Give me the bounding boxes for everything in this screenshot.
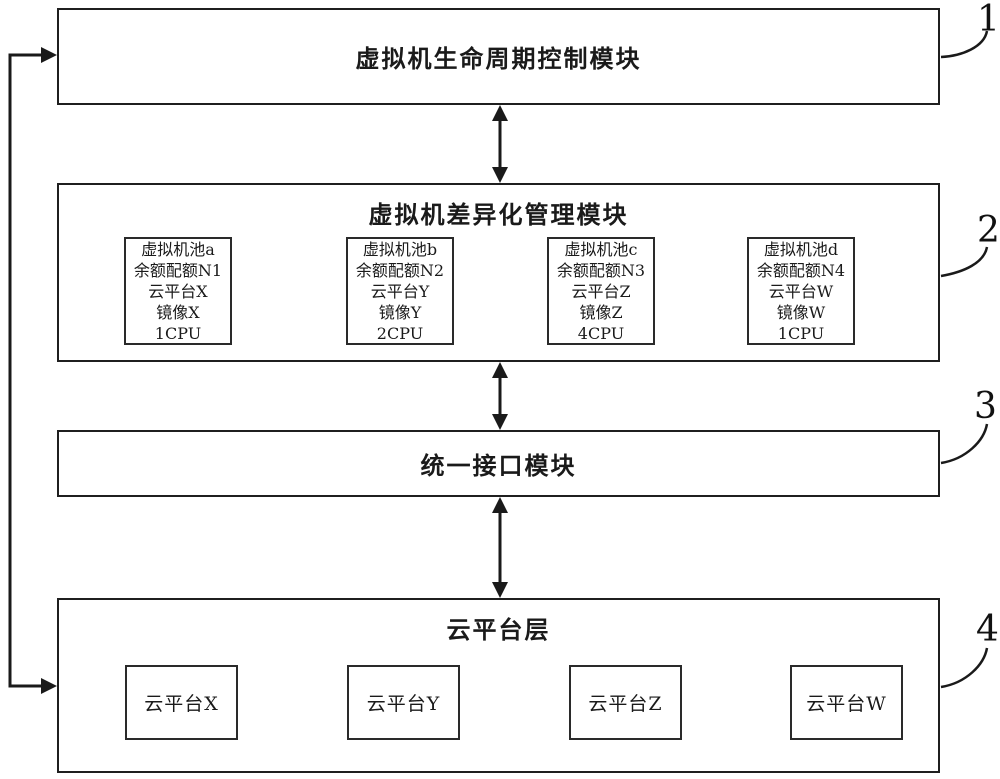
- vm-pool-c-box: 虚拟机池c 余额配额N3 云平台Z 镜像Z 4CPU: [547, 237, 655, 345]
- module-lifecycle-control: 虚拟机生命周期控制模块: [57, 8, 940, 105]
- module-interface-title: 统一接口模块: [420, 451, 577, 480]
- cloud-platform-y-box: 云平台Y: [347, 665, 460, 740]
- pool-platform: 云平台Z: [571, 281, 631, 301]
- pool-image: 镜像W: [776, 302, 826, 322]
- cloud-platform-x-box: 云平台X: [125, 665, 238, 740]
- module-differentiation-management: 虚拟机差异化管理模块 虚拟机池a 余额配额N1 云平台X 镜像X 1CPU 虚拟…: [57, 183, 940, 362]
- pool-quota: 余额配额N3: [556, 260, 646, 280]
- arrow-differentiation-interface: [492, 362, 508, 430]
- callout-number-3: 3: [974, 386, 997, 427]
- callout-leader-3: [940, 423, 989, 465]
- pool-quota: 余额配额N4: [756, 260, 846, 280]
- arrow-lifecycle-differentiation: [492, 105, 508, 183]
- pool-platform: 云平台Y: [370, 281, 430, 301]
- pool-image: 镜像X: [156, 302, 200, 322]
- cloud-platform-z-box: 云平台Z: [569, 665, 682, 740]
- vm-pool-b-box: 虚拟机池b 余额配额N2 云平台Y 镜像Y 2CPU: [346, 237, 454, 345]
- callout-leader-4: [940, 647, 989, 689]
- callout-number-1: 1: [977, 0, 1000, 40]
- vm-pool-d-box: 虚拟机池d 余额配额N4 云平台W 镜像W 1CPU: [747, 237, 855, 345]
- module-differentiation-title: 虚拟机差异化管理模块: [368, 200, 629, 229]
- pool-image: 镜像Y: [378, 302, 422, 322]
- cloud-platform-label: 云平台Y: [366, 693, 441, 715]
- module-lifecycle-title: 虚拟机生命周期控制模块: [355, 44, 642, 73]
- cloud-platform-label: 云平台Z: [588, 693, 663, 715]
- pool-cpu: 4CPU: [577, 323, 625, 343]
- pool-name: 虚拟机池d: [763, 239, 839, 259]
- cloud-platform-label: 云平台X: [144, 693, 219, 715]
- arrow-interface-cloud: [492, 497, 508, 598]
- pool-cpu: 2CPU: [376, 323, 424, 343]
- pool-platform: 云平台W: [768, 281, 834, 301]
- pool-platform: 云平台X: [148, 281, 208, 301]
- cloud-platform-w-box: 云平台W: [790, 665, 903, 740]
- pool-image: 镜像Z: [579, 302, 623, 322]
- pool-name: 虚拟机池b: [362, 239, 438, 259]
- pool-cpu: 1CPU: [154, 323, 202, 343]
- pool-name: 虚拟机池c: [564, 239, 638, 259]
- module-unified-interface: 统一接口模块: [57, 430, 940, 497]
- cloud-platform-label: 云平台W: [806, 693, 887, 715]
- callout-number-4: 4: [976, 609, 999, 650]
- pool-cpu: 1CPU: [777, 323, 825, 343]
- pool-quota: 余额配额N1: [133, 260, 223, 280]
- pool-name: 虚拟机池a: [141, 239, 215, 259]
- vm-pool-a-box: 虚拟机池a 余额配额N1 云平台X 镜像X 1CPU: [124, 237, 232, 345]
- left-feedback-connector: [8, 47, 57, 694]
- module-cloud-layer-title: 云平台层: [446, 615, 551, 644]
- module-cloud-platform-layer: 云平台层 云平台X 云平台Y 云平台Z 云平台W: [57, 598, 940, 773]
- pool-quota: 余额配额N2: [355, 260, 445, 280]
- callout-leader-2: [940, 246, 989, 278]
- callout-number-2: 2: [977, 210, 1000, 251]
